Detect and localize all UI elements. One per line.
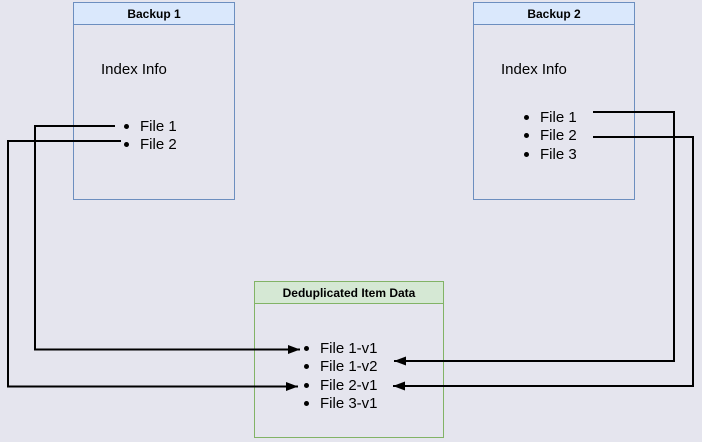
backup2-item-file2: File 2 — [524, 126, 577, 144]
backup1-item-file2: File 2 — [124, 135, 177, 153]
list-item-label: File 3-v1 — [320, 394, 378, 412]
backup1-item-file1: File 1 — [124, 117, 177, 135]
dedup-item-file3v1: File 3-v1 — [304, 394, 378, 412]
bullet-icon — [304, 363, 309, 369]
backup2-title: Backup 2 — [474, 3, 634, 25]
list-item-label: File 1-v2 — [320, 357, 378, 375]
bullet-icon — [304, 400, 309, 406]
backup1-box: Backup 1 — [73, 2, 235, 200]
list-item-label: File 2-v1 — [320, 376, 378, 394]
backup1-index-info-label: Index Info — [101, 61, 167, 78]
bullet-icon — [304, 345, 309, 351]
bullet-icon — [524, 114, 529, 120]
backup2-box: Backup 2 — [473, 2, 635, 200]
list-item-label: File 1 — [140, 117, 177, 135]
dedup-item-file1v2: File 1-v2 — [304, 357, 378, 375]
list-item-label: File 2 — [140, 135, 177, 153]
list-item-label: File 2 — [540, 126, 577, 144]
dedup-item-file2v1: File 2-v1 — [304, 376, 378, 394]
bullet-icon — [304, 382, 309, 388]
bullet-icon — [124, 123, 129, 129]
backup2-item-file3: File 3 — [524, 145, 577, 163]
bullet-icon — [524, 151, 529, 157]
dedup-item-file1v1: File 1-v1 — [304, 339, 378, 357]
backup2-index-info-label: Index Info — [501, 61, 567, 78]
backup1-title: Backup 1 — [74, 3, 234, 25]
list-item-label: File 1 — [540, 108, 577, 126]
bullet-icon — [124, 141, 129, 147]
list-item-label: File 1-v1 — [320, 339, 378, 357]
dedup-title: Deduplicated Item Data — [255, 282, 443, 304]
backup2-item-file1: File 1 — [524, 108, 577, 126]
bullet-icon — [524, 132, 529, 138]
list-item-label: File 3 — [540, 145, 577, 163]
